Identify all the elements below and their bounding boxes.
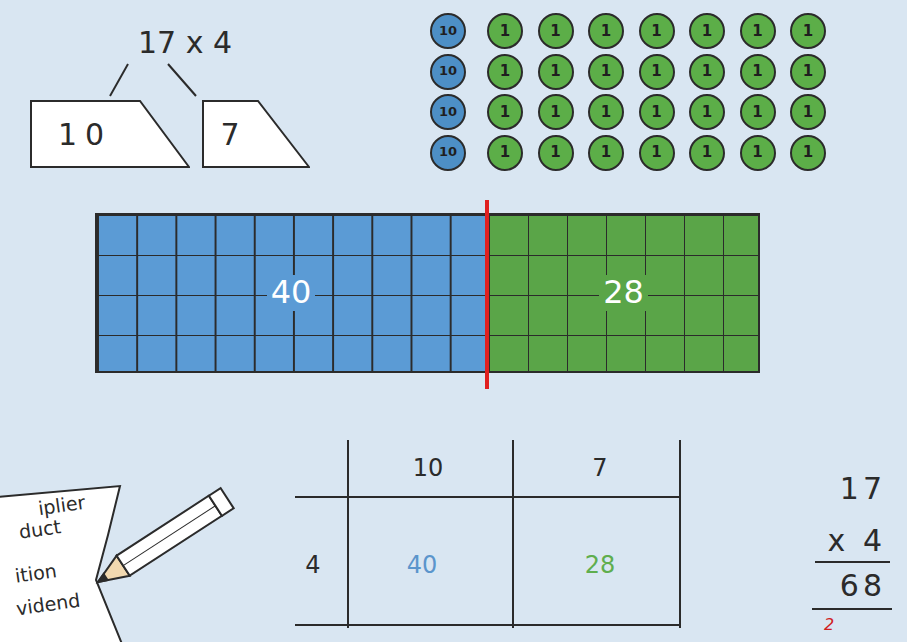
problem-text: 17 x 4 bbox=[138, 26, 232, 59]
place-value-counter: 10 bbox=[430, 54, 466, 90]
counter-value: 10 bbox=[439, 64, 457, 78]
place-value-counter: 1 bbox=[639, 54, 675, 90]
carry-digit: 2 bbox=[824, 616, 834, 634]
place-value-counter: 1 bbox=[689, 13, 725, 49]
place-value-counter: 1 bbox=[790, 94, 826, 130]
place-value-counter: 1 bbox=[790, 54, 826, 90]
counter-value: 1 bbox=[702, 144, 712, 161]
counter-value: 1 bbox=[550, 104, 560, 121]
place-value-counter: 1 bbox=[588, 54, 624, 90]
place-value-counter: 1 bbox=[790, 13, 826, 49]
column-digit: x 4 bbox=[828, 524, 886, 557]
counter-value: 1 bbox=[803, 23, 813, 40]
place-value-counter: 1 bbox=[538, 54, 574, 90]
area-value: 40 bbox=[267, 275, 316, 310]
place-value-counter: 1 bbox=[487, 94, 523, 130]
place-value-counter: 1 bbox=[487, 13, 523, 49]
place-value-counter: 1 bbox=[740, 54, 776, 90]
place-value-counter: 1 bbox=[487, 54, 523, 90]
place-value-counter: 1 bbox=[689, 135, 725, 171]
place-value-counter: 10 bbox=[430, 135, 466, 171]
column-digit: 68 bbox=[840, 569, 886, 602]
place-value-counter: 1 bbox=[639, 13, 675, 49]
counter-value: 1 bbox=[651, 23, 661, 40]
counter-value: 1 bbox=[651, 63, 661, 80]
place-value-counter: 10 bbox=[430, 13, 466, 49]
counter-value: 1 bbox=[500, 104, 510, 121]
counter-value: 1 bbox=[752, 23, 762, 40]
trapezoid-outline bbox=[202, 100, 310, 168]
part-value: 10 bbox=[58, 118, 112, 151]
counter-value: 1 bbox=[550, 23, 560, 40]
counter-value: 10 bbox=[439, 145, 457, 159]
counter-value: 1 bbox=[702, 104, 712, 121]
place-value-counter: 1 bbox=[538, 94, 574, 130]
place-value-counter: 1 bbox=[740, 13, 776, 49]
counter-value: 1 bbox=[500, 144, 510, 161]
counter-value: 1 bbox=[601, 63, 611, 80]
place-value-counter: 1 bbox=[487, 135, 523, 171]
table-cell: 4 bbox=[305, 552, 320, 578]
place-value-counter: 1 bbox=[740, 94, 776, 130]
vocab-word: ition bbox=[14, 560, 58, 586]
counter-value: 1 bbox=[752, 104, 762, 121]
counter-value: 1 bbox=[752, 63, 762, 80]
branch-line bbox=[110, 64, 128, 96]
array-region: 28 bbox=[487, 213, 760, 373]
part-value: 7 bbox=[220, 118, 239, 151]
place-value-counter: 10 bbox=[430, 94, 466, 130]
place-value-counter: 1 bbox=[689, 54, 725, 90]
place-value-counter: 1 bbox=[689, 94, 725, 130]
vocab-word: duct bbox=[18, 516, 62, 543]
vocab-word: vidend bbox=[15, 589, 82, 619]
counter-value: 1 bbox=[651, 144, 661, 161]
array-region: 40 bbox=[95, 213, 487, 373]
place-value-counter: 1 bbox=[588, 94, 624, 130]
table-cell: 28 bbox=[585, 552, 616, 578]
counter-value: 10 bbox=[439, 24, 457, 38]
counter-value: 10 bbox=[439, 105, 457, 119]
table-cell: 10 bbox=[413, 455, 444, 481]
counter-value: 1 bbox=[550, 63, 560, 80]
pencil bbox=[91, 488, 233, 592]
column-digit: 17 bbox=[840, 472, 886, 505]
counter-value: 1 bbox=[601, 104, 611, 121]
counter-value: 1 bbox=[702, 23, 712, 40]
counter-value: 1 bbox=[803, 144, 813, 161]
sum-line bbox=[815, 561, 890, 563]
place-value-counter: 1 bbox=[538, 13, 574, 49]
counter-value: 1 bbox=[702, 63, 712, 80]
place-value-counter: 1 bbox=[588, 135, 624, 171]
counter-value: 1 bbox=[601, 144, 611, 161]
place-value-counter: 1 bbox=[538, 135, 574, 171]
sum-line bbox=[812, 608, 892, 610]
place-value-counter: 1 bbox=[588, 13, 624, 49]
branch-line bbox=[168, 64, 196, 96]
counter-value: 1 bbox=[601, 23, 611, 40]
place-value-counter: 1 bbox=[639, 135, 675, 171]
place-value-counter: 1 bbox=[740, 135, 776, 171]
place-value-counter: 1 bbox=[790, 135, 826, 171]
area-value: 28 bbox=[599, 275, 648, 310]
part-box: 10 bbox=[30, 100, 190, 168]
table-cell: 40 bbox=[407, 552, 438, 578]
counter-value: 1 bbox=[752, 144, 762, 161]
counter-value: 1 bbox=[803, 63, 813, 80]
counter-value: 1 bbox=[651, 104, 661, 121]
grid-table bbox=[295, 440, 680, 628]
counter-value: 1 bbox=[500, 23, 510, 40]
table-cell: 7 bbox=[592, 455, 607, 481]
counter-value: 1 bbox=[803, 104, 813, 121]
part-box: 7 bbox=[202, 100, 310, 168]
place-value-counter: 1 bbox=[639, 94, 675, 130]
vocab-word: iplier bbox=[37, 491, 87, 518]
counter-value: 1 bbox=[550, 144, 560, 161]
counter-value: 1 bbox=[500, 63, 510, 80]
paper-note bbox=[0, 486, 122, 642]
